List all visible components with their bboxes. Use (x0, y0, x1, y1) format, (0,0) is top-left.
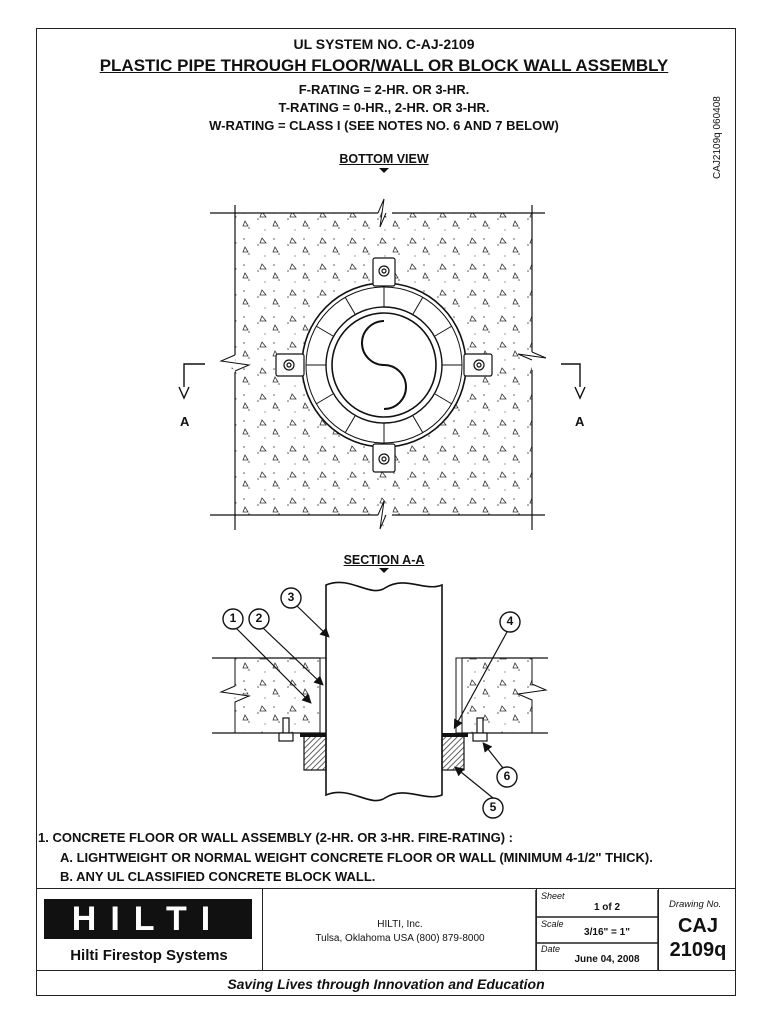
callout-2: 2 (255, 611, 263, 625)
callout-5: 5 (489, 800, 497, 814)
note-1b: B. ANY UL CLASSIFIED CONCRETE BLOCK WALL… (60, 869, 376, 884)
company-name: HILTI, Inc. (377, 919, 423, 930)
drawing-no-line2: 2109q (669, 939, 727, 961)
date-value: June 04, 2008 (574, 954, 640, 965)
footer-slogan: Saving Lives through Innovation and Educ… (36, 970, 736, 997)
section-marker-right: A (575, 414, 585, 429)
f-rating: F-RATING = 2-HR. OR 3-HR. (298, 82, 470, 97)
callout-6: 6 (503, 769, 511, 783)
sheet-label: Sheet (541, 891, 565, 901)
logo-cell: HILTI Hilti Firestop Systems (36, 889, 262, 971)
note-1: 1. CONCRETE FLOOR OR WALL ASSEMBLY (2-HR… (38, 830, 513, 845)
system-number: UL SYSTEM NO. C-AJ-2109 (293, 36, 475, 52)
side-drawing-code: CAJ2109q 060408 (712, 96, 723, 180)
scale-label: Scale (541, 919, 564, 929)
sheet-value: 1 of 2 (593, 902, 621, 913)
drawing-sheet-border (36, 28, 736, 996)
date-label: Date (541, 944, 561, 954)
title-block: HILTI Hilti Firestop Systems HILTI, Inc.… (36, 888, 736, 971)
note-1a: A. LIGHTWEIGHT OR NORMAL WEIGHT CONCRETE… (60, 850, 653, 865)
section-label: SECTION A-A (343, 553, 425, 567)
company-tagline: Hilti Firestop Systems (70, 947, 228, 964)
company-cell: HILTI, Inc. Tulsa, Oklahoma USA (800) 87… (262, 889, 536, 971)
t-rating: T-RATING = 0-HR., 2-HR. OR 3-HR. (278, 100, 490, 115)
callout-4: 4 (506, 614, 514, 628)
company-address: Tulsa, Oklahoma USA (800) 879-8000 (315, 933, 485, 944)
hilti-logo: HILTI (44, 899, 252, 939)
callout-3: 3 (287, 590, 295, 604)
w-rating: W-RATING = CLASS I (SEE NOTES NO. 6 AND … (209, 118, 559, 133)
sheet-info-cell: Sheet 1 of 2 Scale 3/16" = 1" Date June … (536, 889, 658, 971)
drawing-no-line1: CAJ (677, 915, 718, 937)
callout-1: 1 (229, 611, 237, 625)
bottom-view-label: BOTTOM VIEW (339, 152, 429, 166)
scale-value: 3/16" = 1" (584, 927, 630, 938)
drawing-title: PLASTIC PIPE THROUGH FLOOR/WALL OR BLOCK… (99, 56, 669, 75)
drawing-number-cell: Drawing No. CAJ 2109q (658, 889, 736, 971)
drawing-no-label: Drawing No. (669, 899, 722, 910)
section-marker-left: A (180, 414, 190, 429)
